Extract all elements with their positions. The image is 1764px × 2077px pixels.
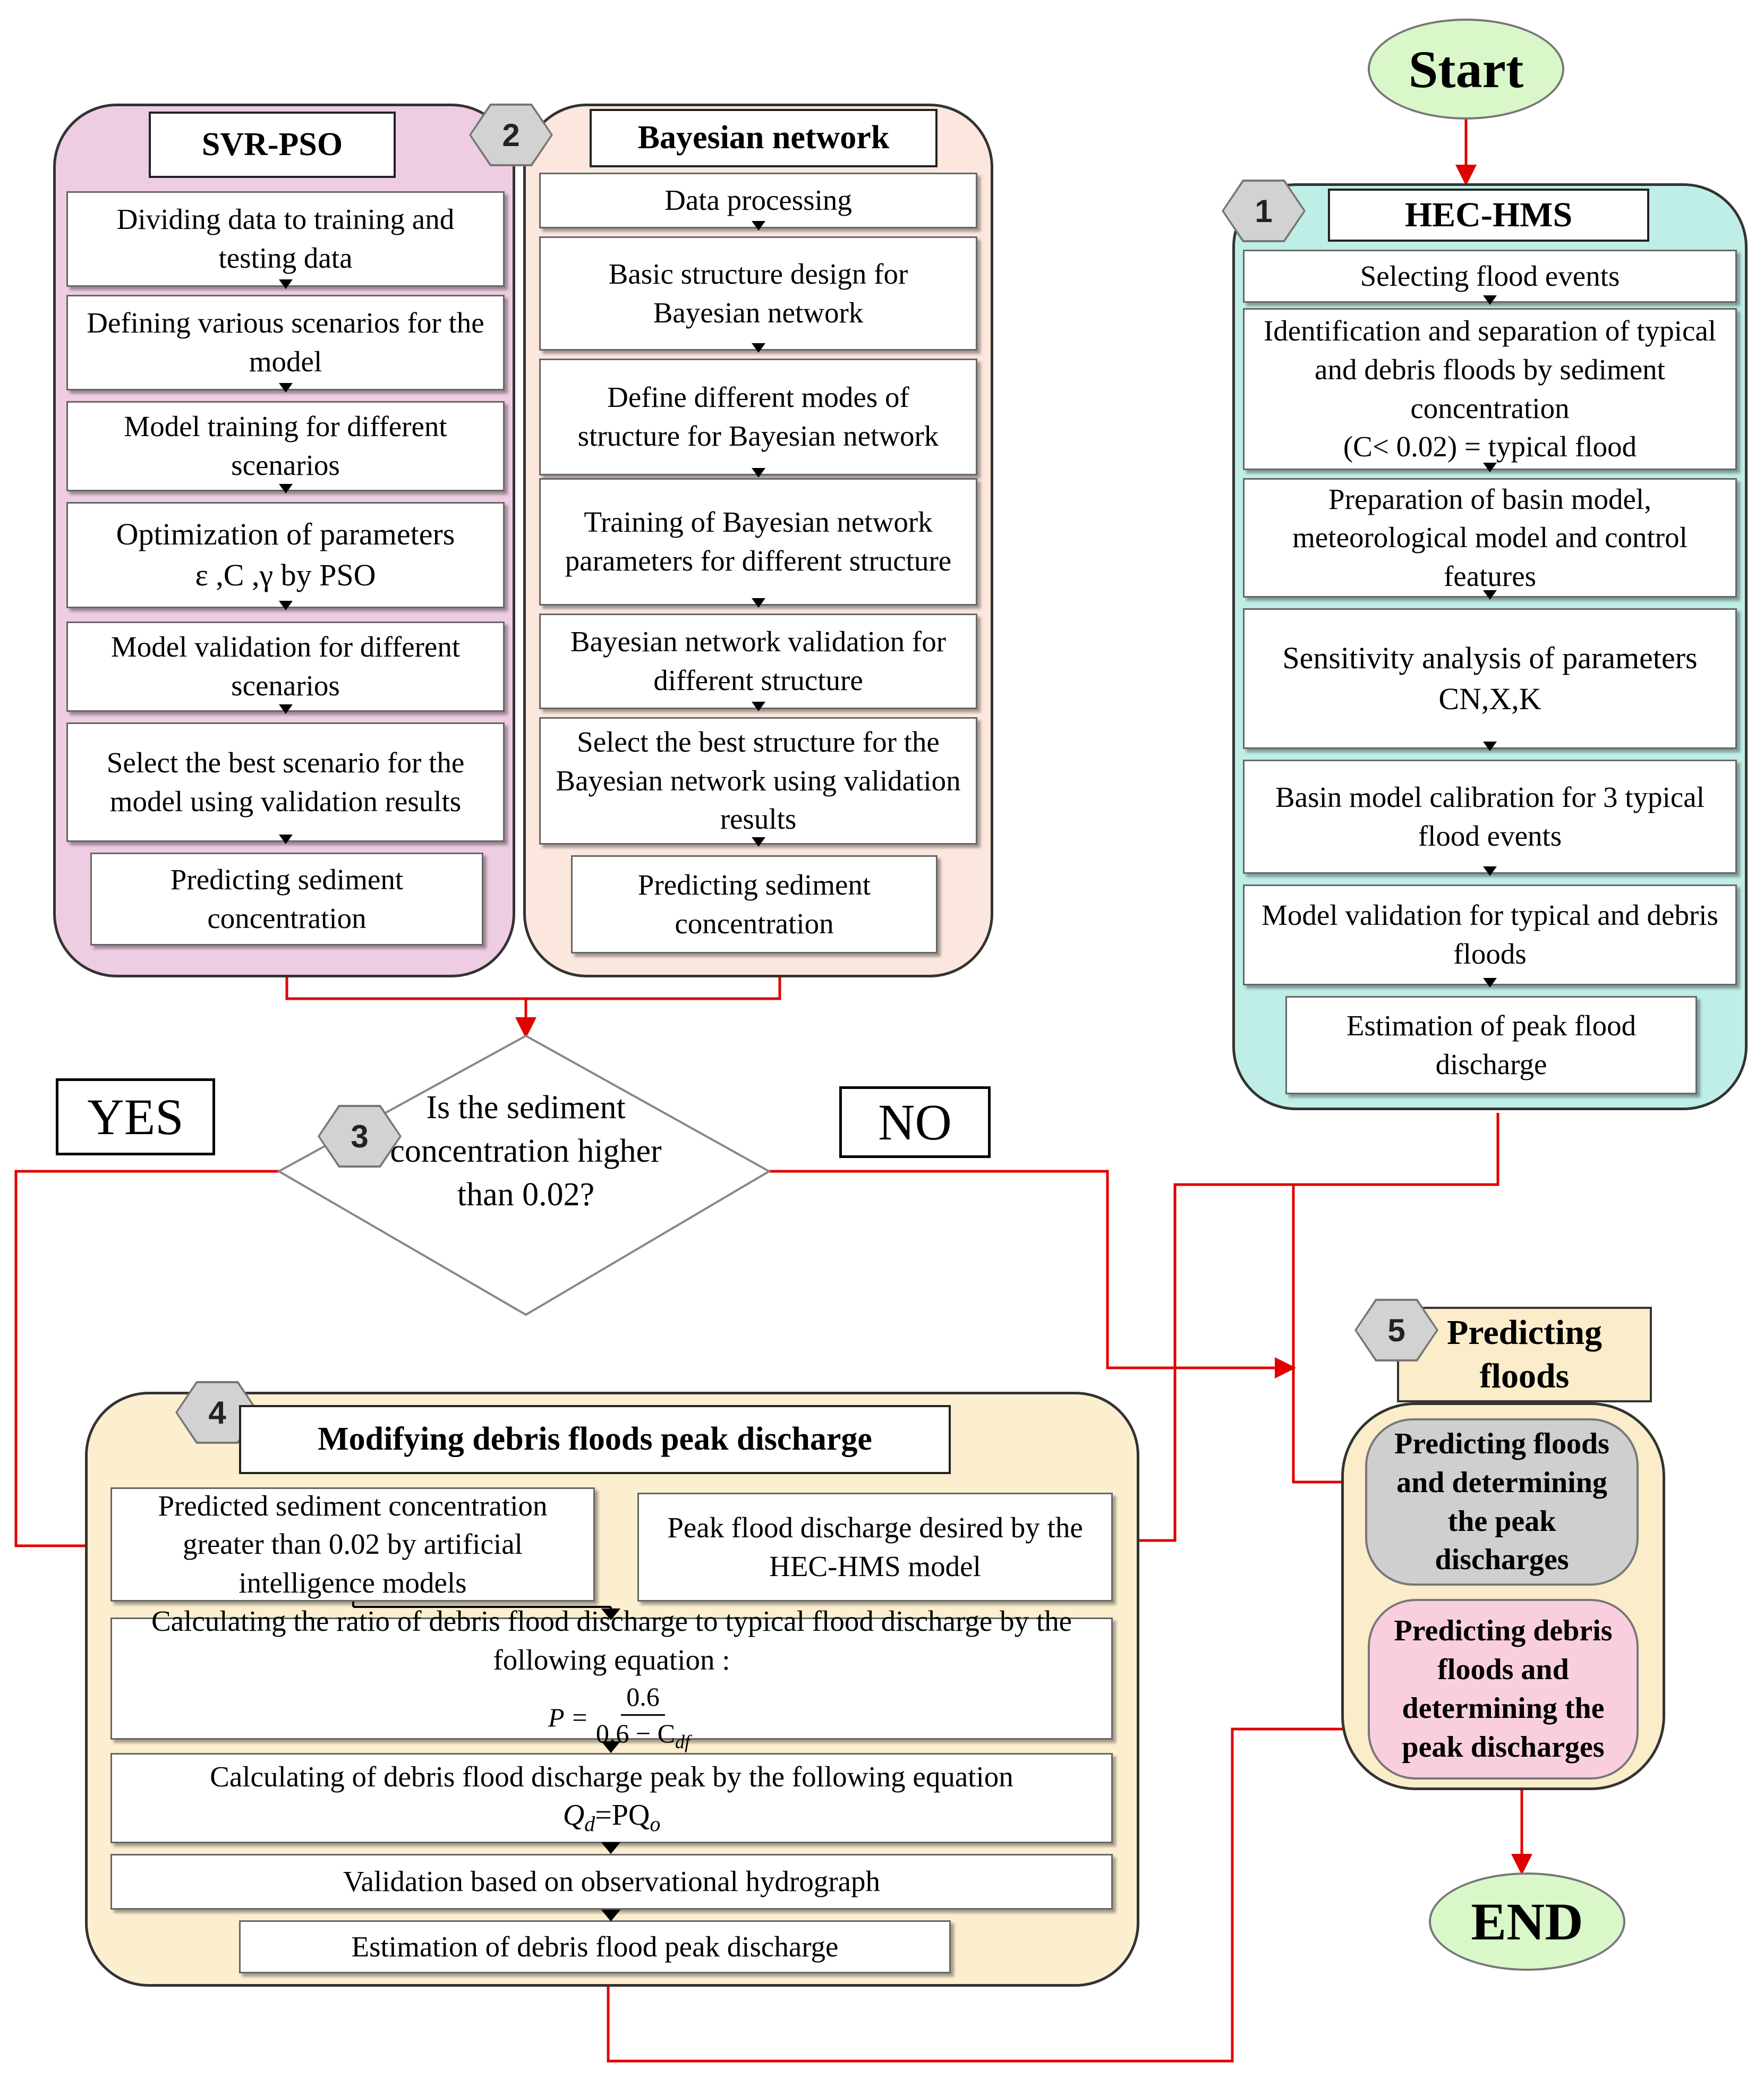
ratio-eq-lhs: P = <box>548 1702 589 1732</box>
arrow-estimation-to-debris <box>607 1718 1397 2063</box>
decision-text: Is the sediment concentration higher tha… <box>390 1089 662 1213</box>
peak-text: Calculating of debris flood discharge pe… <box>210 1760 1013 1793</box>
debris-floods-node: Predicting debris floods and determining… <box>1368 1599 1639 1780</box>
peak-eq-sub-o: o <box>650 1812 661 1836</box>
hec-hms-step-5: Basin model calibration for 3 typical fl… <box>1243 760 1737 874</box>
yes-label: YES <box>56 1078 215 1155</box>
predicting-title: Predicting floods <box>1397 1307 1652 1402</box>
svr-pso-arrow-1 <box>278 279 293 289</box>
arrow-hec-to-modify <box>1110 1113 1499 1551</box>
svr-pso-arrow-3 <box>278 484 293 493</box>
svr-pso-arrow-2 <box>278 383 293 393</box>
arrow-no-to-predicting <box>769 1170 1296 1378</box>
typical-floods-node: Predicting floods and determining the pe… <box>1365 1418 1639 1586</box>
decision-number-badge: 3 <box>318 1105 402 1168</box>
bayesian-arrow-4 <box>751 598 765 608</box>
hec-hms-title: HEC-HMS <box>1328 189 1649 242</box>
svr-pso-title: SVR-PSO <box>149 112 396 178</box>
ratio-eq-den-sub: df <box>675 1731 690 1753</box>
modify-right-input: Peak flood discharge desired by the HEC-… <box>637 1493 1113 1602</box>
ratio-eq-num: 0.6 <box>621 1679 665 1716</box>
bayesian-arrow-6 <box>751 837 765 847</box>
hec-hms-arrow-3 <box>1483 590 1497 600</box>
svr-pso-step-7: Predicting sediment concentration <box>90 853 483 946</box>
modify-peak-step: Calculating of debris flood discharge pe… <box>110 1753 1113 1843</box>
bayesian-arrow-2 <box>751 343 765 353</box>
hec-hms-step-2: Identification and separation of typical… <box>1243 308 1737 470</box>
hec-hms-step-6: Model validation for typical and debris … <box>1243 884 1737 985</box>
hec-hms-arrow-1 <box>1483 295 1497 305</box>
modify-estimation-step: Estimation of debris flood peak discharg… <box>239 1920 951 1973</box>
peak-eq-q: Q <box>563 1799 585 1832</box>
modify-title: Modifying debris floods peak discharge <box>239 1405 951 1474</box>
arrow-yes-to-modify <box>14 1170 279 1556</box>
hec-hms-arrow-2 <box>1483 463 1497 472</box>
bayesian-step-1: Data processing <box>539 173 977 228</box>
bayesian-title: Bayesian network <box>590 109 938 167</box>
svr-pso-arrow-6 <box>278 835 293 844</box>
modify-validation-step: Validation based on observational hydrog… <box>110 1854 1113 1910</box>
no-label: NO <box>839 1086 991 1158</box>
bayesian-arrow-1 <box>751 221 765 231</box>
bayesian-step-7: Predicting sediment concentration <box>571 855 938 954</box>
arrow-models-to-decision <box>285 977 781 1036</box>
start-terminal: Start <box>1368 19 1564 120</box>
hec-hms-step-3: Preparation of basin model, meteorologic… <box>1243 478 1737 598</box>
svr-pso-step-6: Select the best scenario for the model u… <box>66 722 505 842</box>
modify-left-input: Predicted sediment concentration greater… <box>110 1487 595 1602</box>
svr-pso-step-1: Dividing data to training and testing da… <box>66 191 505 287</box>
peak-eq-mid: =PQ <box>595 1799 650 1832</box>
svr-pso-step-3: Model training for different scenarios <box>66 401 505 491</box>
svr-pso-step-5: Model validation for different scenarios <box>66 622 505 712</box>
hec-hms-arrow-4 <box>1483 742 1497 751</box>
svr-pso-step-2: Defining various scenarios for the model <box>66 295 505 390</box>
hec-hms-arrow-5 <box>1483 866 1497 876</box>
hec-hms-step-7: Estimation of peak flood discharge <box>1285 996 1697 1094</box>
bayesian-step-3: Define different modes of structure for … <box>539 359 977 475</box>
bayesian-step-6: Select the best structure for the Bayesi… <box>539 717 977 845</box>
bayesian-step-4: Training of Bayesian network parameters … <box>539 478 977 606</box>
hec-hms-arrow-6 <box>1483 978 1497 988</box>
bayesian-step-5: Bayesian network validation for differen… <box>539 614 977 709</box>
svr-pso-step-4: Optimization of parameters ε ,C ,γ by PS… <box>66 502 505 608</box>
svr-pso-arrow-5 <box>278 704 293 714</box>
ratio-text: Calculating the ratio of debris flood di… <box>151 1605 1072 1676</box>
bayesian-arrow-3 <box>751 468 765 478</box>
svr-pso-arrow-4 <box>278 601 293 610</box>
hec-hms-step-4: Sensitivity analysis of parameters CN,X,… <box>1243 608 1737 749</box>
peak-equation: Qd=PQo <box>563 1796 661 1838</box>
end-terminal: END <box>1429 1872 1625 1971</box>
peak-eq-sub-d: d <box>584 1812 595 1836</box>
bayesian-arrow-5 <box>751 702 765 711</box>
